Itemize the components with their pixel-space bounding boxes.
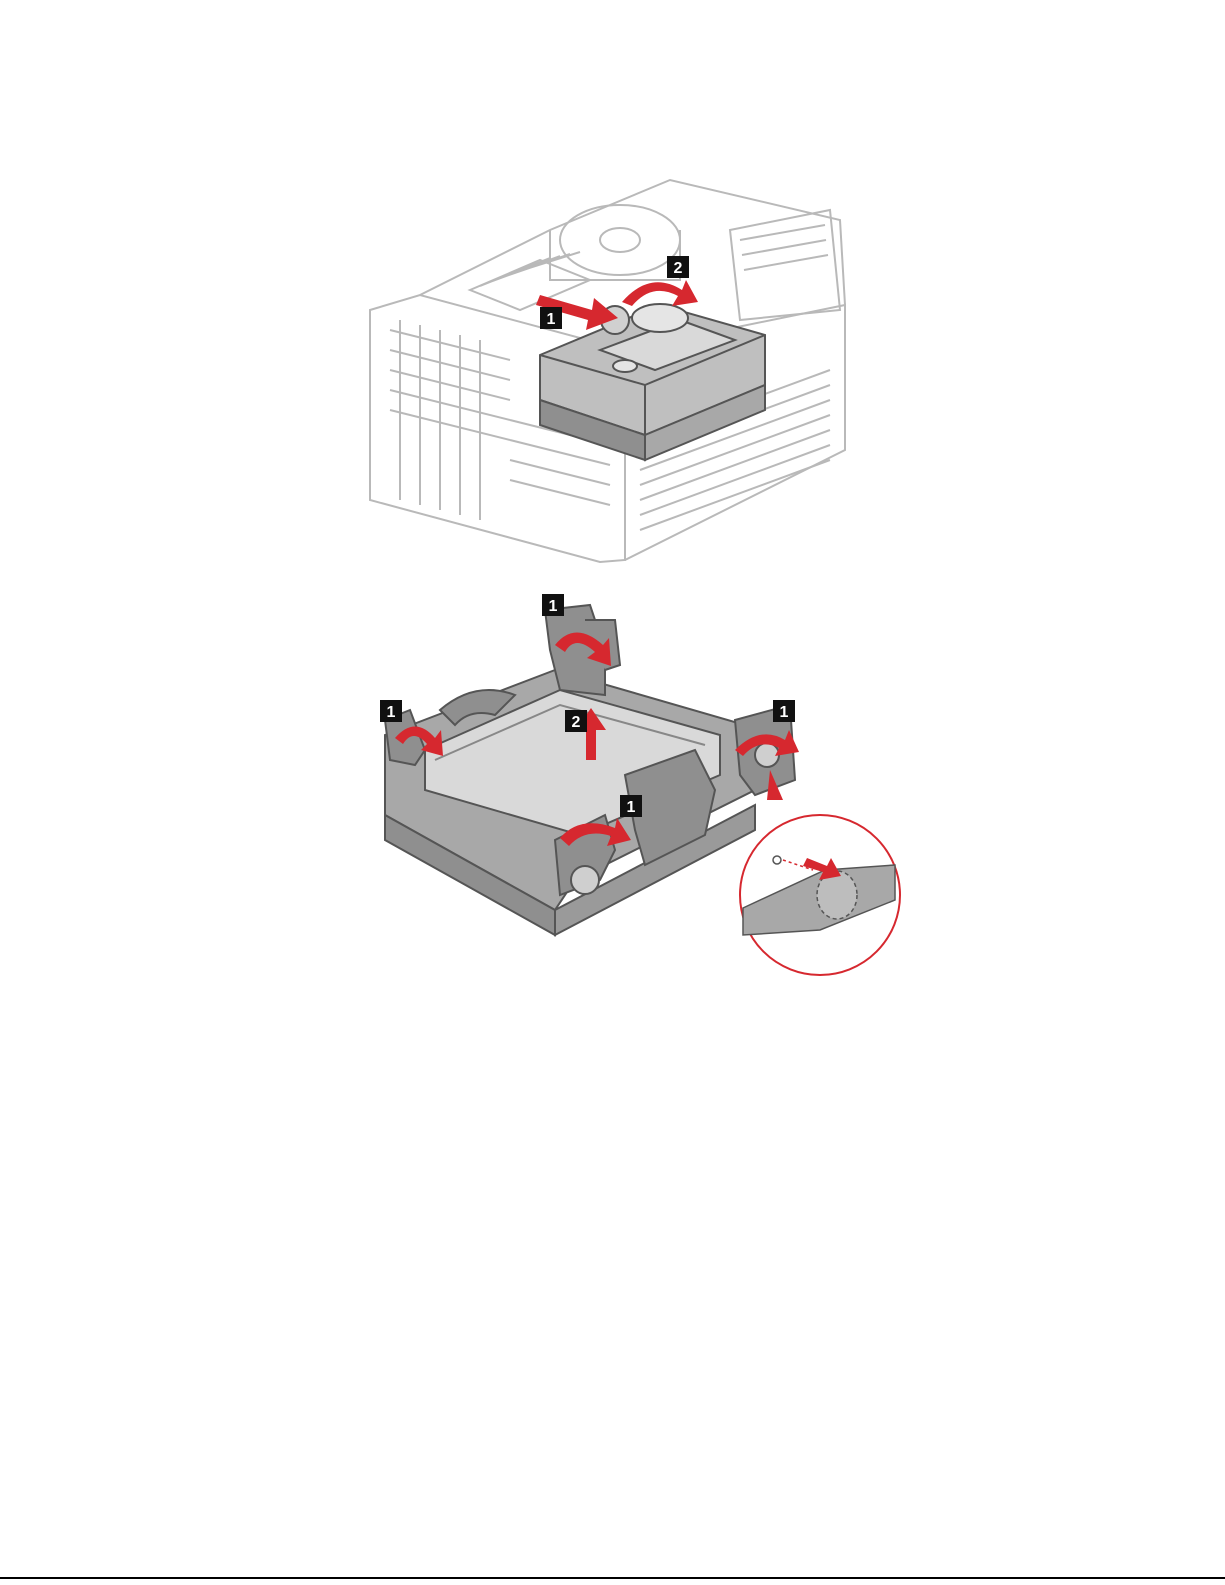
svg-text:1: 1 bbox=[549, 598, 558, 615]
bracket-illustration bbox=[385, 605, 795, 935]
figure-remove-drive-from-bracket: 1 1 1 1 2 bbox=[375, 590, 920, 985]
callout-badge: 1 bbox=[542, 594, 564, 616]
magnifier-detail bbox=[740, 770, 900, 975]
callout-badge: 1 bbox=[620, 795, 642, 817]
svg-text:2: 2 bbox=[572, 714, 581, 731]
callout-badge: 1 bbox=[380, 700, 402, 722]
callout-badge: 2 bbox=[565, 710, 587, 732]
svg-text:1: 1 bbox=[627, 799, 636, 816]
footer-rule bbox=[0, 1577, 1225, 1579]
pivot-arrow-icon bbox=[622, 280, 698, 306]
callout-badge: 2 bbox=[667, 256, 689, 278]
figure-chassis-drive-bracket: 1 2 bbox=[360, 170, 860, 570]
svg-text:1: 1 bbox=[780, 704, 789, 721]
callout-badge: 1 bbox=[540, 307, 562, 329]
svg-text:2: 2 bbox=[674, 260, 683, 277]
svg-text:1: 1 bbox=[387, 704, 396, 721]
svg-text:1: 1 bbox=[547, 311, 556, 328]
callout-badge: 1 bbox=[773, 700, 795, 722]
